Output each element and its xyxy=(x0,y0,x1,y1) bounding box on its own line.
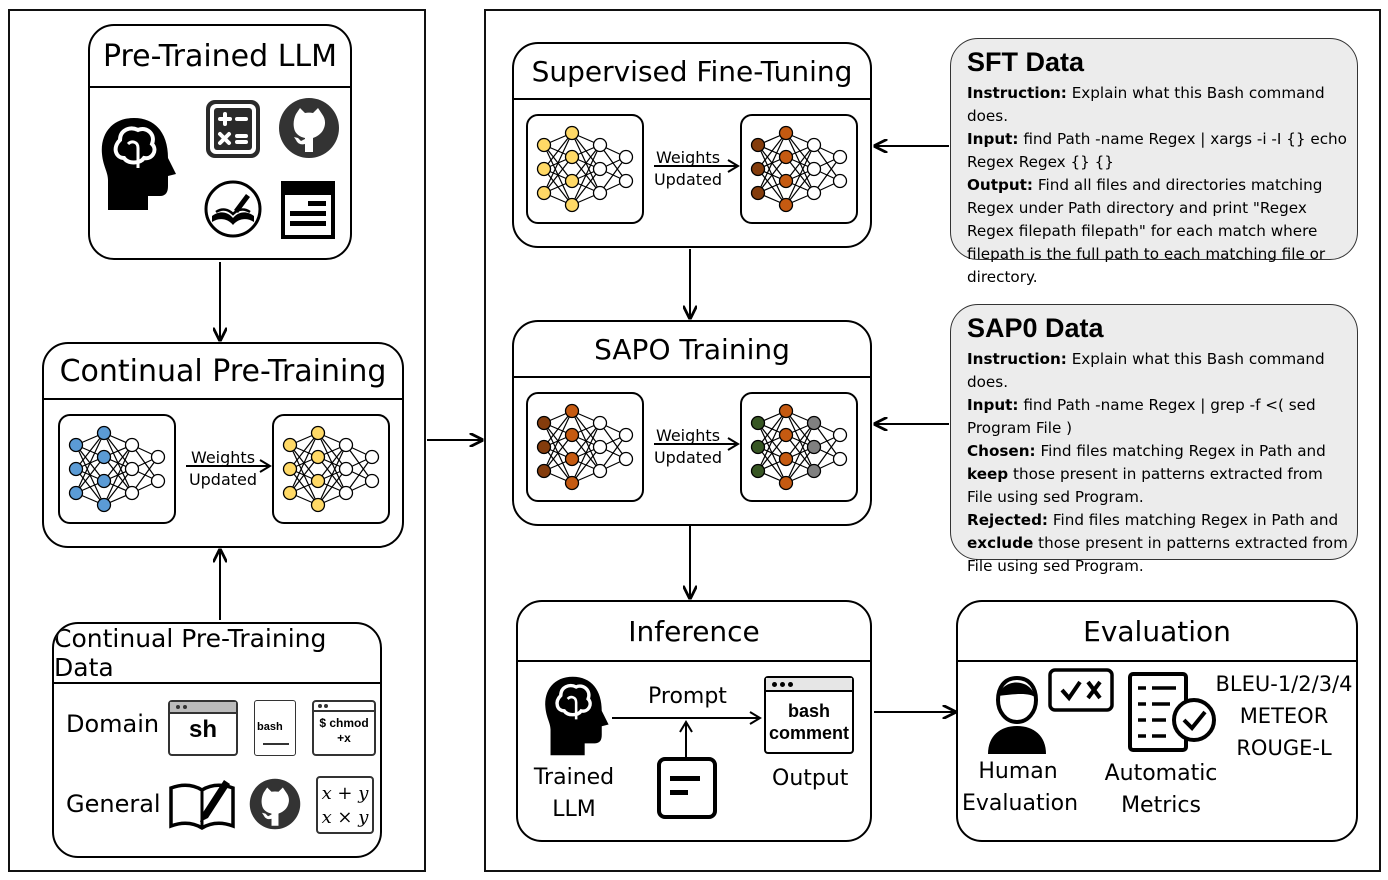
pretrained-llm-title: Pre-Trained LLM xyxy=(90,26,350,88)
sapo-title: SAPO Training xyxy=(514,322,870,378)
cpt-data-title: Continual Pre-Training Data xyxy=(54,624,380,684)
cpt-network-before xyxy=(58,414,176,524)
checklist-icon xyxy=(1128,672,1216,752)
metric-rouge: ROUGE-L xyxy=(1236,736,1332,760)
prompt-label: Prompt xyxy=(648,684,727,709)
chmod-terminal-icon: $ chmod +x xyxy=(312,700,376,756)
bash-comment-window: bash comment xyxy=(764,676,854,754)
chmod-text: $ chmod +x xyxy=(319,716,369,745)
sapo-network-after xyxy=(740,392,858,502)
prompt-arrows xyxy=(612,711,762,758)
neural-network-icon xyxy=(68,425,166,513)
sft-data-title: SFT Data xyxy=(967,47,1085,77)
document-icon xyxy=(281,181,335,239)
cpt-card: Continual Pre-Training Weights Updated xyxy=(42,342,404,548)
right-panel xyxy=(484,9,1381,872)
metric-meteor: METEOR xyxy=(1239,704,1329,728)
neural-network-icon xyxy=(750,403,848,491)
output-label: Output xyxy=(772,766,849,791)
sft-weights-arrow xyxy=(654,159,740,173)
evaluation-title: Evaluation xyxy=(958,602,1356,662)
sh-terminal-icon: sh xyxy=(168,700,238,756)
writing-book-icon xyxy=(204,180,262,238)
inference-title: Inference xyxy=(518,602,870,662)
pretrained-llm-card: Pre-Trained LLM xyxy=(88,24,352,260)
general-label: General xyxy=(66,790,161,818)
prompt-box-icon xyxy=(657,757,717,819)
sft-card: Supervised Fine-Tuning Weights Updated xyxy=(512,42,872,248)
neural-network-icon xyxy=(282,425,380,513)
book-pen-icon xyxy=(169,780,235,831)
metric-list: BLEU-1/2/3/4 METEOR ROUGE-L xyxy=(1210,668,1356,764)
sft-weights-label: Weights Updated xyxy=(653,148,723,189)
sapo-network-before xyxy=(526,392,644,502)
neural-network-icon xyxy=(750,125,848,213)
sapo-weights-label: Weights Updated xyxy=(653,426,723,467)
neural-network-icon xyxy=(536,403,634,491)
sapo-card: SAPO Training Weights Updated xyxy=(512,320,872,526)
calculator-icon xyxy=(206,100,260,158)
sapo-weights-arrow xyxy=(654,437,740,451)
trained-llm-head-icon xyxy=(545,676,609,756)
person-icon xyxy=(988,675,1046,754)
bash-comment-text: bash comment xyxy=(768,701,849,743)
math-expression-icon: x + y x × y xyxy=(316,776,374,834)
automatic-metrics-label: Automatic Metrics xyxy=(1104,761,1218,818)
bash-file-text: bash xyxy=(257,721,283,733)
brain-head-icon xyxy=(101,118,176,210)
github-icon xyxy=(279,98,339,158)
human-evaluation-label: Human Evaluation xyxy=(962,759,1079,816)
sft-network-after xyxy=(740,114,858,224)
sapo-data-title: SAP0 Data xyxy=(967,313,1104,343)
cpt-weights-label: Weights Updated xyxy=(188,448,258,489)
sh-text: sh xyxy=(188,716,217,743)
cpt-network-after xyxy=(272,414,390,524)
left-panel xyxy=(8,9,426,872)
domain-label: Domain xyxy=(66,710,160,738)
sapo-data-box: SAP0 Data Instruction: Explain what this… xyxy=(950,304,1358,575)
evaluation-card: Evaluation Human Evaluation Automatic Me… xyxy=(956,600,1358,842)
metric-bleu: BLEU-1/2/3/4 xyxy=(1215,672,1353,696)
bash-file-icon: bash xyxy=(254,700,296,756)
sft-title: Supervised Fine-Tuning xyxy=(514,44,870,100)
github-icon xyxy=(249,778,301,830)
cpt-weights-arrow xyxy=(186,459,272,473)
inference-card: Inference Trained LLM Prompt bash commen… xyxy=(516,600,872,842)
cpt-title: Continual Pre-Training xyxy=(44,344,402,400)
sft-network-before xyxy=(526,114,644,224)
cpt-data-card: Continual Pre-Training Data Domain Gener… xyxy=(52,622,382,858)
trained-llm-label: Trained LLM xyxy=(533,765,615,822)
neural-network-icon xyxy=(536,125,634,213)
check-cross-icon xyxy=(1048,668,1114,712)
sft-data-box: SFT Data Instruction: Explain what this … xyxy=(950,38,1358,286)
